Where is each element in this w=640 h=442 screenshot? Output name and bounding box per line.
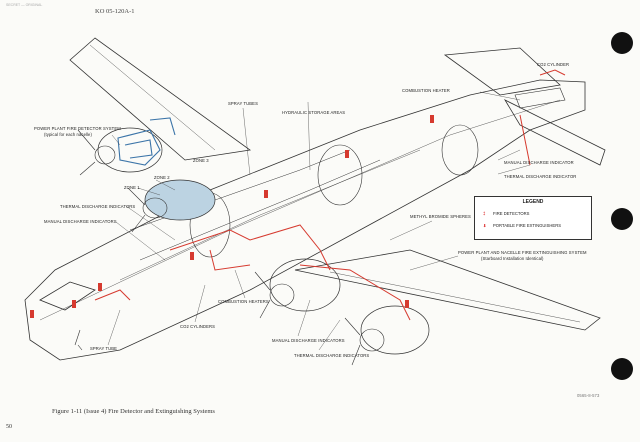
label-co2-cylinder: CO2 CYLINDER (537, 62, 570, 67)
label-manual-discharge-bottom: MANUAL DISCHARGE INDICATORS (272, 338, 345, 343)
label-combustion-heaters: COMBUSTION HEATERS (218, 299, 269, 304)
portable-extinguisher-1 (430, 115, 434, 123)
legend-row-portable-extinguishers: ⬇ PORTABLE FIRE EXTINGUISHERS (483, 223, 561, 228)
label-zone-2: ZONE 2 (154, 175, 170, 180)
fuselage-outline (24, 79, 586, 361)
portable-extinguisher-3 (264, 190, 268, 198)
label-manual-discharge-right: MANUAL DISCHARGE INDICATOR (504, 160, 574, 165)
label-spray-tube: SPRAY TUBE (90, 346, 118, 351)
portable-extinguisher-5 (72, 300, 76, 308)
portable-extinguisher-8 (405, 300, 409, 308)
binder-hole-middle (611, 208, 633, 230)
label-pp-detector: POWER PLANT FIRE DETECTOR SYSTEM (34, 126, 121, 131)
legend-row-fire-detectors: ‡ FIRE DETECTORS (483, 211, 529, 216)
legend-label-fire-detectors: FIRE DETECTORS (493, 211, 530, 216)
cockpit-windows (39, 281, 96, 311)
nacelle-detector-loop (117, 129, 161, 166)
legend-title: LEGEND (522, 199, 544, 205)
label-combustion-heater-top: COMBUSTION HEATER (402, 88, 450, 93)
legend-box: LEGEND ‡ FIRE DETECTORS ⬇ PORTABLE FIRE EX… (474, 196, 592, 240)
label-manual-discharge-left: MANUAL DISCHARGE INDICATORS (44, 219, 117, 224)
portable-extinguisher-4 (98, 283, 102, 291)
binder-hole-top (611, 32, 633, 54)
label-pp-detector-note: (typical for each nacelle) (44, 132, 92, 137)
starboard-wing (294, 249, 601, 331)
port-outboard-nacelle (97, 127, 163, 173)
label-zone-3: ZONE 3 (193, 158, 209, 163)
label-zone-1: ZONE 1 (124, 185, 140, 190)
label-thermal-discharge-left: THERMAL DISCHARGE INDICATORS (60, 204, 136, 209)
label-thermal-discharge-right: THERMAL DISCHARGE INDICATOR (504, 174, 577, 179)
document-id: KO 05-120A-1 (95, 8, 135, 15)
corner-note: SECRET — ORIGINAL (6, 3, 43, 7)
label-pp-extinguishing-note: (Starboard Installation Identical) (481, 256, 544, 261)
tail-extinguisher-line (519, 114, 531, 166)
page-number: 50 (6, 424, 12, 430)
label-methyl-bromide: METHYL BROMIDE SPHERES (410, 214, 471, 219)
portable-extinguisher-icon: ⬇ (483, 223, 487, 228)
port-inboard-nacelle (144, 179, 216, 221)
starboard-outboard-nacelle (360, 305, 430, 355)
label-hydraulic-storage: HYDRAULIC STORAGE AREAS (282, 110, 346, 115)
vertical-stabilizer (443, 47, 561, 96)
starboard-inboard-nacelle (269, 258, 341, 312)
label-part-code: 0565-8-573 (577, 393, 600, 398)
portable-extinguisher-2 (345, 150, 349, 158)
label-spray-tubes: SPRAY TUBES (228, 101, 258, 106)
legend-label-portable-extinguishers: PORTABLE FIRE EXTINGUISHERS (493, 223, 562, 228)
fire-detector-icon: ‡ (483, 211, 486, 216)
horizontal-stabilizer (503, 99, 606, 166)
portable-extinguisher-6 (30, 310, 34, 318)
tail-combustion-heater (514, 87, 566, 109)
extinguisher-line-main (169, 224, 331, 271)
figure-caption: Figure 1-11 (Issue 4) Fire Detector and … (52, 408, 215, 415)
label-thermal-discharge-bottom: THERMAL DISCHARGE INDICATORS (294, 353, 370, 358)
label-pp-extinguishing: POWER PLANT AND NACELLE FIRE EXTINGUISHI… (458, 250, 587, 255)
label-co2-cylinders: CO2 CYLINDERS (180, 324, 216, 329)
binder-hole-bottom (611, 358, 633, 380)
portable-extinguisher-7 (190, 252, 194, 260)
port-wing (69, 37, 252, 161)
